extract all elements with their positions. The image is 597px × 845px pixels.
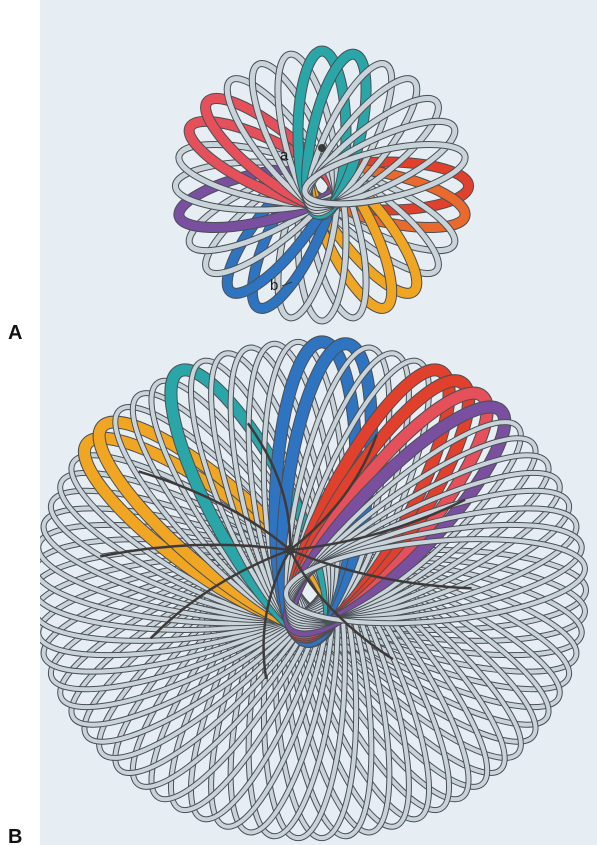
panel-label-a: A [8,322,22,345]
panel-label-b: B [8,826,22,845]
panel-a-torus-drawing [174,49,471,323]
annotation-a: a [280,147,289,164]
annotation-b: b [270,277,278,294]
panel-b-torus-drawing [31,338,588,841]
panel-a-hub [318,144,326,152]
panel-b-hub [285,545,295,555]
